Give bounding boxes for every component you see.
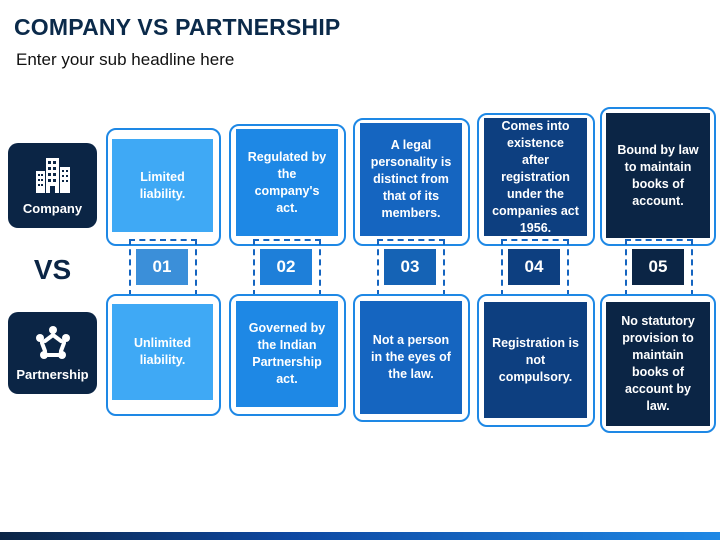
number-badge-3: 03	[384, 249, 436, 285]
number-badge-4: 04	[508, 249, 560, 285]
partnership-point-2: Governed by the Indian Partnership act.	[236, 301, 338, 407]
partnership-point-4: Registration is not compulsory.	[484, 302, 587, 418]
company-point-4: Comes into existence after registration …	[484, 118, 587, 236]
partnership-point-1: Unlimited liability.	[112, 304, 213, 400]
number-badge-2: 02	[260, 249, 312, 285]
number-badge-5: 05	[632, 249, 684, 285]
handshake-circle-icon	[8, 324, 97, 364]
company-point-2: Regulated by the company's act.	[236, 129, 338, 236]
company-label: Company	[22, 201, 83, 216]
company-point-1: Limited liability.	[112, 139, 213, 232]
page-subtitle: Enter your sub headline here	[16, 50, 235, 69]
building-icon	[8, 155, 97, 195]
vs-label: VS	[33, 254, 72, 285]
number-badge-1: 01	[136, 249, 188, 285]
page-title: COMPANY VS PARTNERSHIP	[14, 14, 341, 40]
company-point-3: A legal personality is distinct from tha…	[360, 123, 462, 236]
partnership-label-box: Partnership	[8, 312, 97, 394]
partnership-point-5: No statutory provision to maintain books…	[606, 302, 710, 426]
company-label-box: Company	[8, 143, 97, 228]
partnership-label: Partnership	[16, 367, 89, 382]
partnership-point-3: Not a person in the eyes of the law.	[360, 301, 462, 414]
company-point-5: Bound by law to maintain books of accoun…	[606, 113, 710, 238]
bottom-accent-bar	[0, 532, 720, 540]
